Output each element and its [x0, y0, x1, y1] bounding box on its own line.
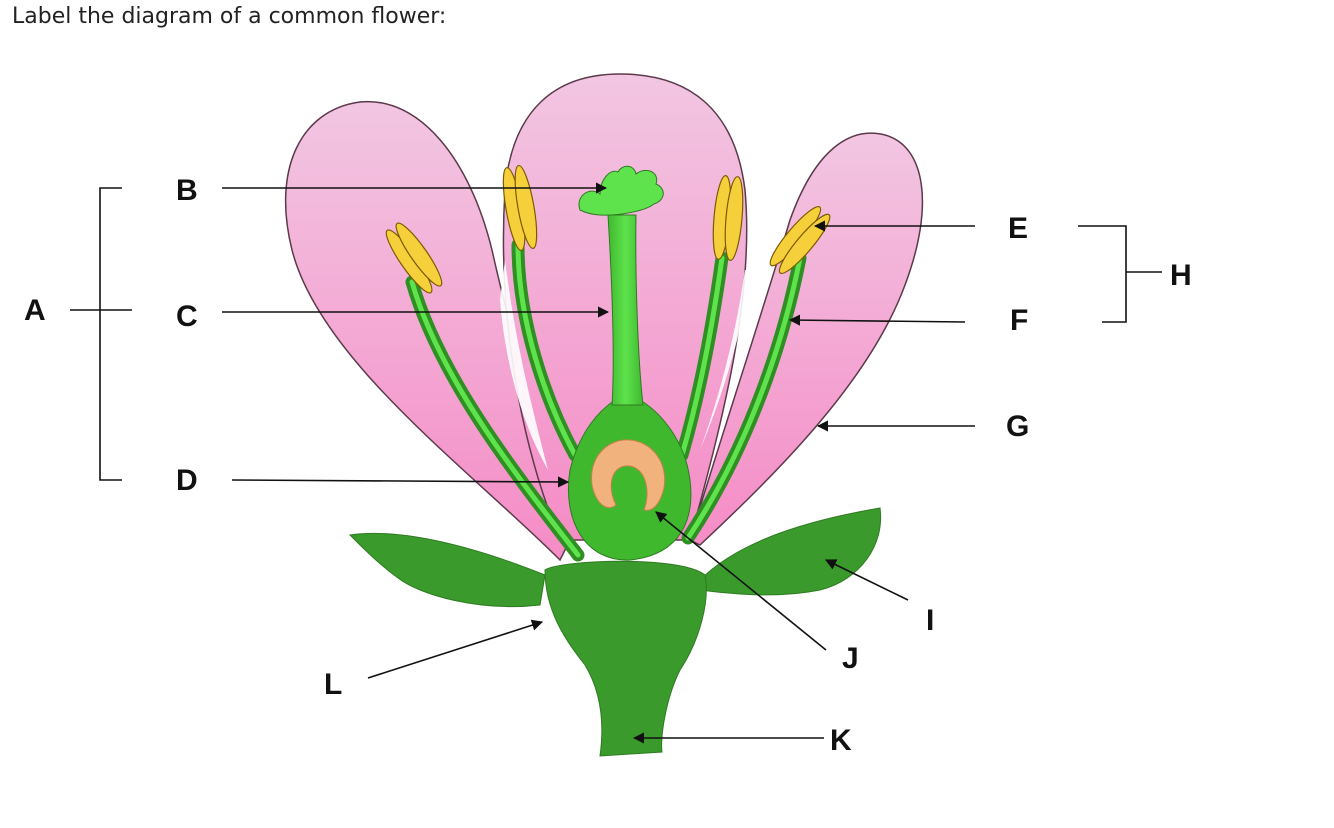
label-d: D [176, 464, 198, 497]
anther-3 [712, 175, 744, 261]
label-b: B [176, 174, 198, 207]
filament-2-highlight [515, 242, 578, 458]
filament-4-highlight [685, 255, 803, 541]
filament-1-highlight [409, 279, 581, 558]
leader-f [788, 314, 966, 326]
stamens [405, 238, 807, 562]
label-f: F [1010, 304, 1028, 337]
leader-j [655, 511, 827, 651]
label-c: C [176, 300, 198, 333]
anther-1 [385, 222, 443, 294]
leader-l [367, 619, 544, 679]
label-j: J [842, 642, 859, 675]
label-k: K [830, 724, 852, 757]
style [607, 214, 644, 406]
leader-i [824, 559, 909, 601]
anthers [385, 164, 831, 294]
sepals [348, 507, 882, 608]
ovule [591, 439, 666, 511]
label-h: H [1170, 259, 1192, 292]
bracket-a [99, 187, 122, 481]
label-a: A [24, 294, 46, 327]
label-g: G [1006, 410, 1029, 443]
leader-lines [222, 182, 975, 744]
sepal-right [699, 507, 882, 596]
labels: A B C D E F G H I J K L [24, 174, 1192, 757]
brackets [70, 187, 1162, 481]
label-l: L [324, 668, 342, 701]
label-i: I [926, 604, 934, 637]
petal-gap-right [700, 270, 752, 450]
leader-d [231, 476, 570, 488]
label-e: E [1008, 212, 1028, 245]
page-title: Label the diagram of a common flower: [12, 4, 447, 29]
receptacle [544, 560, 707, 757]
filament-3-highlight [679, 255, 725, 458]
sepal-left [348, 532, 546, 608]
bracket-h [1078, 225, 1127, 323]
